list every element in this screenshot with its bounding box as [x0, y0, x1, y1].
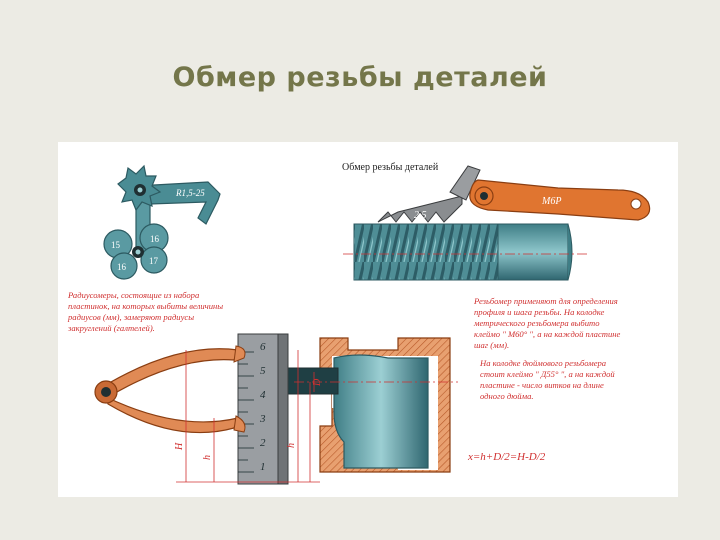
caliper: 1 2 3 4 5 6 H h h D: [94, 333, 323, 485]
svg-text:радиусов (мм), замеряют радиус: радиусов (мм), замеряют радиусы: [67, 312, 194, 322]
svg-text:Резьбомер применяют для опреде: Резьбомер применяют для определения: [473, 296, 618, 306]
figure-heading: Обмер резьбы деталей: [342, 162, 439, 173]
dimension-label: h: [286, 443, 297, 448]
thread-blade-label: 2,5: [414, 210, 427, 221]
svg-text:пластине - число витков на дли: пластине - число витков на длине: [480, 380, 604, 390]
svg-text:Радиусомеры, состоящие из набо: Радиусомеры, состоящие из набора: [67, 290, 199, 300]
radius-blade-label-main: R1,5-25: [175, 188, 205, 198]
thread-handle-label: M6P: [541, 196, 561, 207]
svg-text:клеймо " M60° ", а на каждой п: клеймо " M60° ", а на каждой пластине: [474, 329, 621, 339]
ruler-number: 4: [260, 389, 266, 401]
slide-title: Обмер резьбы деталей: [172, 62, 548, 93]
ruler-number: 6: [260, 341, 266, 353]
ruler-number: 5: [260, 365, 266, 377]
svg-text:метрического резьбомера выбито: метрического резьбомера выбито: [473, 318, 600, 328]
svg-text:профиля и шага резьбы. На коло: профиля и шага резьбы. На колодке: [474, 307, 605, 317]
thread-gauge-caption: Резьбомер применяют для определения проф…: [473, 296, 621, 401]
svg-text:На колодке дюймового резьбомер: На колодке дюймового резьбомера: [479, 358, 606, 368]
radius-blade-label: 15: [111, 240, 121, 250]
ruler-number: 1: [260, 461, 266, 473]
ruler-number: 2: [260, 437, 266, 449]
radius-blade-label: 16: [150, 234, 160, 244]
svg-text:шаг (мм).: шаг (мм).: [474, 340, 509, 350]
svg-text:закруглений (галтелей).: закруглений (галтелей).: [67, 323, 155, 333]
technical-figure: R1,5-25 15 16 16 17 Радиусомеры, состоящ…: [58, 142, 678, 497]
figure-drawing: R1,5-25 15 16 16 17 Радиусомеры, состоящ…: [67, 162, 651, 485]
measurement-formula: x=h+D/2=H-D/2: [467, 451, 546, 463]
radius-gauge: R1,5-25 15 16 16 17: [103, 164, 221, 280]
radius-blade-label: 16: [117, 262, 127, 272]
nut-section: [283, 337, 458, 473]
dimension-label: D: [312, 378, 323, 387]
radius-gauge-caption: Радиусомеры, состоящие из набора пластин…: [67, 290, 223, 333]
dimension-label: H: [174, 442, 185, 451]
svg-text:стоит клеймо " Д55° ", а на ка: стоит клеймо " Д55° ", а на каждой: [480, 369, 615, 379]
dimension-label: h: [202, 455, 213, 460]
thread-gauge: 2,5 M6P: [343, 165, 651, 281]
ruler-number: 3: [259, 413, 266, 425]
svg-text:пластинок, на которых выбиты в: пластинок, на которых выбиты величины: [68, 301, 223, 311]
radius-blade-label: 17: [149, 256, 159, 266]
svg-text:одного дюйма.: одного дюйма.: [480, 391, 534, 401]
